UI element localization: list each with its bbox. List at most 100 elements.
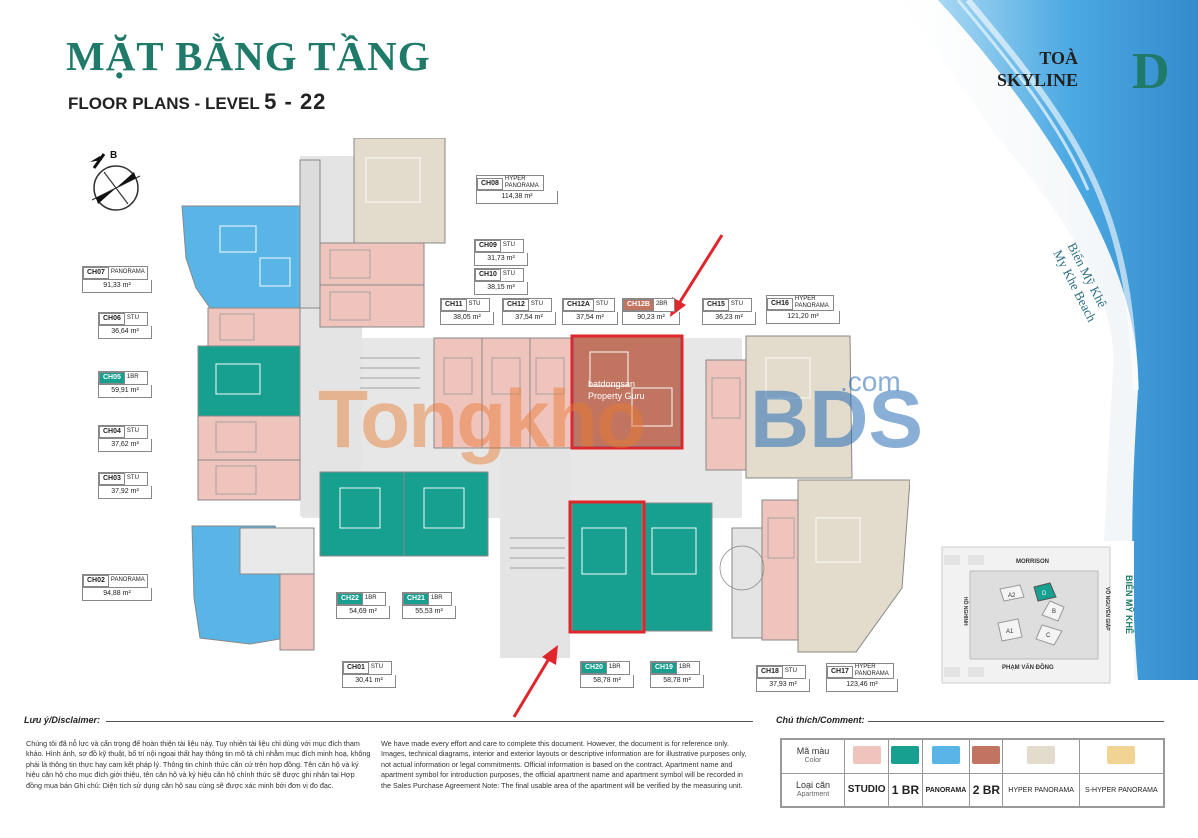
highlight-ch12b xyxy=(570,334,684,450)
tower-letter: D xyxy=(1132,43,1170,100)
legend-type-1br: 1 BR xyxy=(888,772,923,807)
unit-ch08 xyxy=(353,138,446,257)
legend-swatch-panorama xyxy=(921,739,971,774)
unit-ch22 xyxy=(319,471,405,557)
arrow-ch20 xyxy=(512,656,552,718)
unit-code: CH11 xyxy=(441,299,467,311)
disclaimer-rule xyxy=(106,721,753,722)
unit-ch21 xyxy=(403,471,489,557)
unit-code: CH12A xyxy=(563,299,594,311)
unit-area: 55,53 m² xyxy=(402,606,456,619)
page-subtitle: FLOOR PLANS - LEVEL 5 - 22 xyxy=(68,89,326,115)
tower-line1: TOÀ xyxy=(1039,48,1078,68)
unit-area: 36,64 m² xyxy=(98,326,152,339)
unit-code: CH20 xyxy=(581,662,607,674)
street-right: VÕ NGUYÊN GIÁP xyxy=(1104,587,1112,631)
highlight-ch20 xyxy=(568,500,646,634)
unit-area: 59,91 m² xyxy=(98,385,152,398)
unit-ch04 xyxy=(197,415,301,461)
unit-code: CH21 xyxy=(403,593,429,605)
unit-ch19 xyxy=(641,502,713,632)
unit-code: CH15 xyxy=(703,299,729,311)
street-left: HỒ NGHINH xyxy=(962,597,969,626)
unit-code: CH03 xyxy=(99,473,125,485)
unit-type: STU xyxy=(730,300,743,307)
unit-code: CH07 xyxy=(83,267,109,279)
unit-area: 30,41 m² xyxy=(342,675,396,688)
subtitle-levels: 5 - 22 xyxy=(264,89,327,114)
unit-ch12b xyxy=(573,335,681,447)
unit-area: 58,78 m² xyxy=(580,675,634,688)
unit-code: CH17 xyxy=(827,665,853,678)
unit-code: CH10 xyxy=(475,269,501,281)
block-a2: A2 xyxy=(1008,593,1016,599)
beach-sea-graphic xyxy=(898,0,1198,680)
unit-type: STU xyxy=(530,300,543,307)
unit-area: 37,62 m² xyxy=(98,439,152,452)
unit-code: CH18 xyxy=(757,666,783,678)
legend-type-hyper: HYPER PANORAMA xyxy=(1002,772,1080,807)
unit-type: STU xyxy=(126,314,139,321)
arrow-ch12b xyxy=(676,234,724,306)
unit-ch12a xyxy=(529,337,573,449)
unit-area: 31,73 m² xyxy=(474,253,528,266)
unit-area: 37,93 m² xyxy=(756,679,810,692)
unit-area: 37,54 m² xyxy=(502,312,556,325)
unit-ch10 xyxy=(319,284,425,328)
legend-rule xyxy=(868,721,1164,722)
site-plan-beach-label: BIỂN MỸ KHÊ xyxy=(1124,575,1134,635)
page-title: MẶT BẰNG TẦNG xyxy=(66,33,431,79)
block-b: B xyxy=(1052,609,1056,615)
unit-type: STU xyxy=(784,667,797,674)
watermark-inner-line1: batdongsan xyxy=(588,379,636,389)
unit-type: 1BR xyxy=(608,663,621,670)
unit-type: STU xyxy=(502,270,515,277)
unit-type: STU xyxy=(126,474,139,481)
unit-type: HYPER PANORAMA xyxy=(504,176,539,189)
legend-type-studio: STUDIO xyxy=(843,772,890,807)
unit-ch09 xyxy=(319,242,425,286)
unit-ch20 xyxy=(571,502,643,632)
unit-tag[interactable]: CH08HYPER PANORAMA 114,38 m² xyxy=(476,175,558,204)
unit-code: CH08 xyxy=(477,177,503,190)
unit-ch18 xyxy=(761,499,799,641)
block-d: D xyxy=(1042,591,1047,597)
unit-area: 37,54 m² xyxy=(562,312,618,325)
unit-area: 36,23 m² xyxy=(702,312,756,325)
unit-code: CH01 xyxy=(343,662,369,674)
unit-type: STU xyxy=(370,663,383,670)
block-c: C xyxy=(1046,633,1051,639)
street-top: MORRISON xyxy=(1016,559,1049,565)
site-plan-map: A2 A1 B C D MORRISON PHẠM VĂN ĐỒNG HỒ NG… xyxy=(938,541,1134,689)
watermark-inner: batdongsan Property Guru xyxy=(588,378,645,402)
unit-code: CH12 xyxy=(503,299,529,311)
legend-type-2br: 2 BR xyxy=(969,772,1004,807)
unit-code: CH22 xyxy=(337,593,363,605)
unit-area: 114,38 m² xyxy=(476,191,558,204)
unit-code: CH12B xyxy=(623,299,654,311)
disclaimer-vn: Chúng tôi đã nỗ lực và cẩn trọng để hoàn… xyxy=(26,739,371,790)
street-bottom: PHẠM VĂN ĐỒNG xyxy=(1002,664,1054,671)
